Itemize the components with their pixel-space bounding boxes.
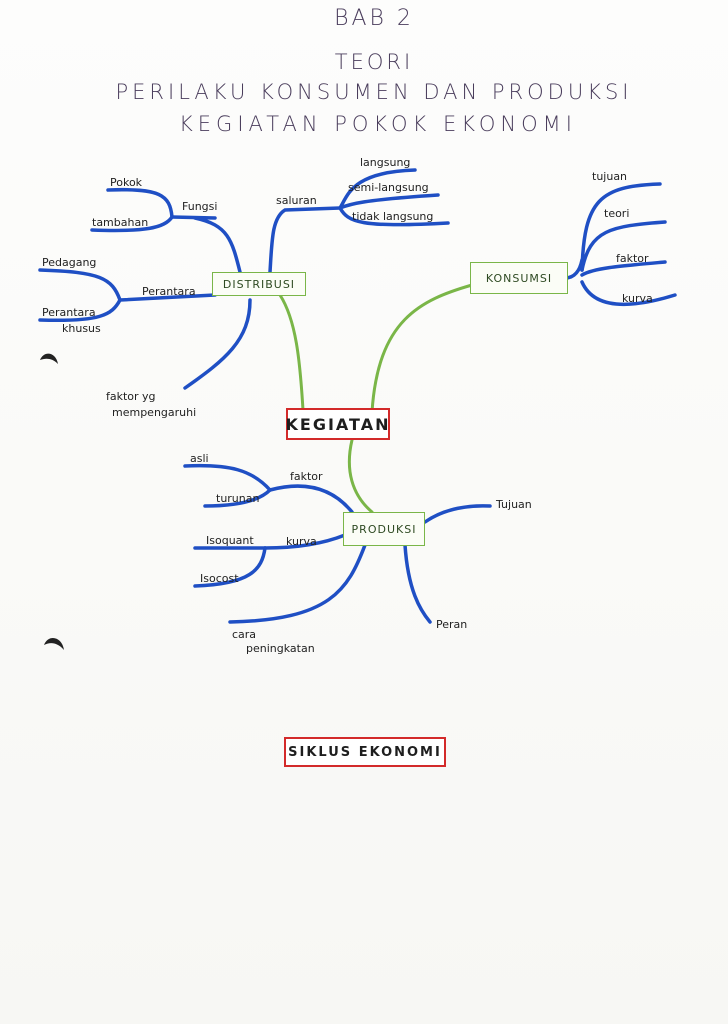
label-asli: asli [190, 452, 209, 465]
label-fungsi: Fungsi [182, 200, 218, 213]
node-distribusi: DISTRIBUSI [212, 272, 306, 296]
branch-peran [403, 543, 432, 624]
label-kurva-konsumsi: kurva [622, 292, 653, 305]
node-siklus-ekonomi: SIKLUS EKONOMI [284, 737, 446, 767]
branch-faktor-konsumsi [580, 260, 667, 277]
branch-faktor-distribusi [183, 298, 252, 390]
ink-smudge-2 [44, 637, 64, 650]
label-peningkatan: peningkatan [246, 642, 315, 655]
label-tidak-langsung: tidak langsung [352, 210, 434, 223]
link-kegiatan-produksi [347, 438, 374, 514]
label-tambahan: tambahan [92, 216, 149, 229]
label-turunan: turunan [216, 492, 260, 505]
label-perantara: Perantara [142, 285, 196, 298]
label-isoquant: Isoquant [206, 534, 254, 547]
title-subject: PERILAKU KONSUMEN DAN PRODUKSI [115, 80, 633, 104]
branch-fungsi [193, 216, 242, 274]
branch-tujuan-produksi [423, 504, 492, 524]
label-peran: Peran [436, 618, 468, 631]
label-mempengaruhi: mempengaruhi [112, 406, 197, 419]
branch-pedagang [38, 268, 122, 302]
title-topic: KEGIATAN POKOK EKONOMI [179, 112, 577, 136]
label-perantara-child: Perantara [42, 306, 96, 319]
label-faktor-produksi: faktor [290, 470, 323, 483]
label-semi-langsung: semi-langsung [348, 181, 429, 194]
branch-semi [338, 193, 440, 210]
label-langsung: langsung [360, 156, 411, 169]
branch-langsung [338, 168, 417, 210]
label-faktor-yg: faktor yg [106, 390, 156, 403]
label-saluran: saluran [276, 194, 317, 207]
title-theory: TEORI [334, 50, 414, 74]
node-konsumsi: KONSUMSI [470, 262, 568, 294]
node-kegiatan: KEGIATAN [286, 408, 390, 440]
branch-tidak [338, 206, 450, 227]
branch-perantara-khusus [38, 298, 122, 323]
branch-tambahan [90, 215, 174, 233]
link-kegiatan-konsumsi [370, 283, 474, 414]
branch-kurva-produksi [263, 533, 347, 550]
branch-kurva-konsumsi [580, 280, 677, 307]
branch-turunan [203, 488, 272, 508]
node-produksi: PRODUKSI [343, 512, 425, 546]
label-isocost: Isocost [200, 572, 239, 585]
branch-asli [183, 463, 272, 492]
label-kurva-produksi: kurva [286, 535, 317, 548]
branch-faktor-produksi [268, 484, 354, 514]
label-pokok: Pokok [110, 176, 143, 189]
link-kegiatan-distribusi [278, 293, 305, 412]
ink-smudge-1 [40, 353, 58, 364]
title-chapter: BAB 2 [334, 6, 414, 31]
branch-pokok [106, 187, 174, 219]
label-pedagang: Pedagang [42, 256, 97, 269]
branch-tujuan [580, 182, 662, 272]
label-teori: teori [604, 207, 630, 220]
label-tujuan-produksi: Tujuan [496, 498, 532, 511]
branch-fungsi-line [170, 215, 217, 220]
branch-teori [580, 220, 667, 272]
label-khusus: khusus [62, 322, 101, 335]
branch-saluran [268, 206, 342, 274]
branch-perantara [118, 293, 217, 302]
label-tujuan-konsumsi: tujuan [592, 170, 628, 183]
branch-cara [228, 543, 367, 624]
label-cara: cara [232, 628, 257, 641]
branch-isocost [193, 546, 267, 588]
label-faktor-konsumsi: faktor [616, 252, 649, 265]
